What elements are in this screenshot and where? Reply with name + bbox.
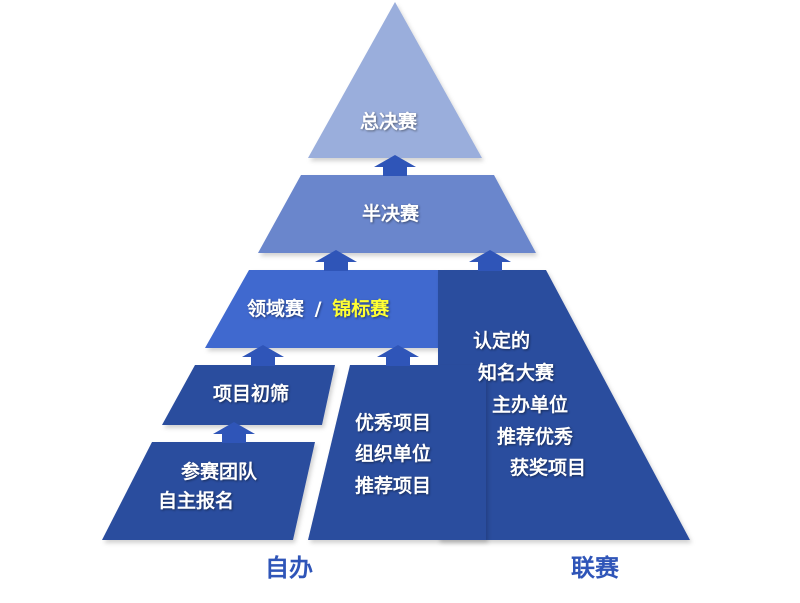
label-self-signup-1: 参赛团队 xyxy=(181,461,258,483)
arrow-recommend-to-domain xyxy=(377,345,419,366)
arrow-league-to-semi xyxy=(469,250,511,271)
label-league-5: 获奖项目 xyxy=(510,457,587,479)
label-final: 总决赛 xyxy=(360,111,418,133)
tier-semifinal xyxy=(258,175,536,253)
footer-self-hosted: 自办 xyxy=(265,554,313,582)
label-domain-part1: 领域赛 xyxy=(247,298,305,320)
label-domain: 领域赛 / 锦标赛 xyxy=(247,297,389,321)
tier-screening xyxy=(162,365,335,425)
tier-league xyxy=(438,270,690,540)
label-league-3: 主办单位 xyxy=(492,394,569,416)
arrow-domain-to-semi xyxy=(315,250,357,271)
arrow-screening-to-domain xyxy=(242,345,284,366)
label-league-4: 推荐优秀 xyxy=(497,426,574,448)
tier-final xyxy=(308,2,482,158)
label-domain-sep: / xyxy=(314,298,322,320)
arrow-semi-to-final xyxy=(374,155,416,176)
label-recommend-1: 优秀项目 xyxy=(355,412,432,434)
tier-recommend xyxy=(308,365,486,540)
label-recommend-2: 组织单位 xyxy=(355,443,432,465)
arrow-signup-to-screening xyxy=(213,422,255,443)
label-domain-part2: 锦标赛 xyxy=(332,298,390,320)
label-league-1: 认定的 xyxy=(473,330,531,352)
label-self-signup-2: 自主报名 xyxy=(158,490,235,512)
tier-self-signup xyxy=(102,442,315,540)
footer-league: 联赛 xyxy=(571,554,619,582)
label-league-2: 知名大赛 xyxy=(478,362,555,384)
label-semifinal: 半决赛 xyxy=(362,203,420,225)
tier-domain xyxy=(205,270,438,348)
label-recommend-3: 推荐项目 xyxy=(355,475,432,497)
label-screening: 项目初筛 xyxy=(213,383,290,405)
